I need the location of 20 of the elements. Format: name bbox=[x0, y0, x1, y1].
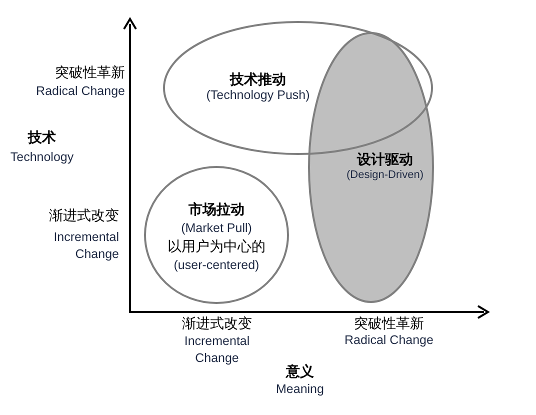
axis-title: 意义 bbox=[284, 363, 315, 380]
axis-level-label: 突破性革新 bbox=[54, 64, 125, 81]
region-title: 市场拉动 bbox=[188, 202, 246, 216]
axis-title: Technology bbox=[9, 149, 75, 166]
axis-level-label: Incremental Change bbox=[52, 229, 119, 263]
axis-title: 技术 bbox=[26, 129, 57, 146]
region-text: 以用户为中心的 bbox=[166, 239, 266, 253]
axis-level-label: Incremental Change bbox=[183, 333, 251, 367]
axis-level-label: 渐进式改变 bbox=[181, 315, 253, 332]
region-text: (Design-Driven) bbox=[345, 170, 425, 181]
axis-level-label: Radical Change bbox=[35, 83, 125, 100]
region-title: 技术推动 bbox=[228, 72, 287, 86]
region-title: 设计驱动 bbox=[356, 152, 414, 166]
axis-title: Meaning bbox=[275, 381, 325, 398]
region-text: (Market Pull) bbox=[180, 222, 253, 234]
axis-level-label: 渐进式改变 bbox=[48, 207, 119, 224]
region-text: (user-centered) bbox=[172, 259, 260, 272]
axis-level-label: 突破性革新 bbox=[353, 315, 425, 332]
region-text: (Technology Push) bbox=[205, 89, 311, 102]
axis-level-label: Radical Change bbox=[344, 332, 434, 349]
